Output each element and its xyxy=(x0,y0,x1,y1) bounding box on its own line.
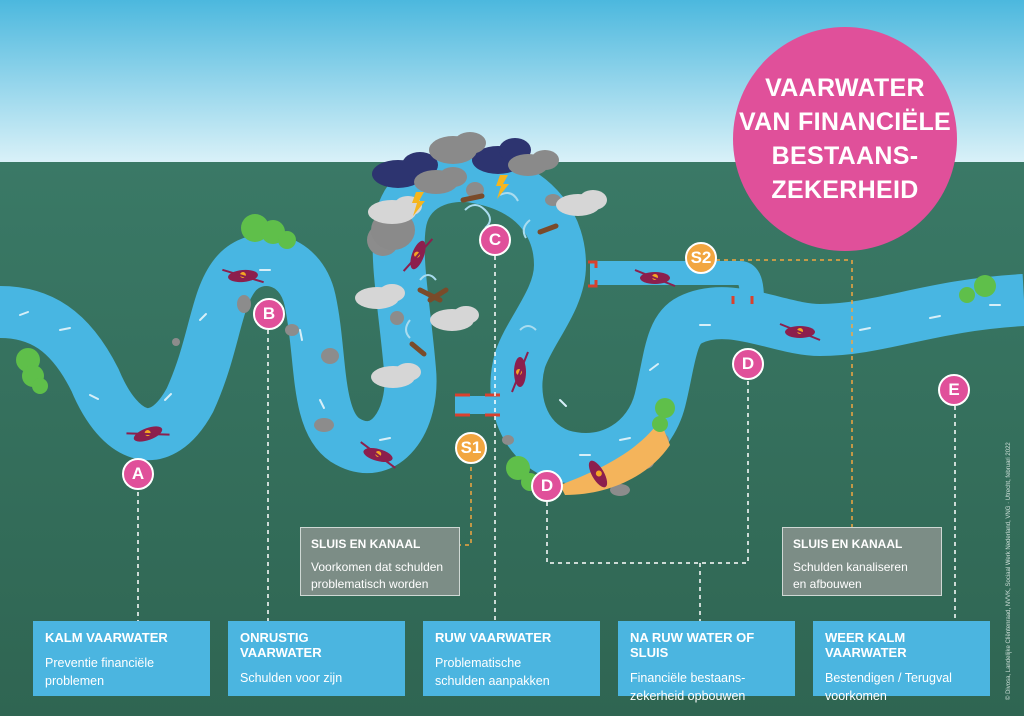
boat-icon xyxy=(511,351,529,393)
lock-desc: Schulden kanaliseren xyxy=(793,560,908,574)
marker-c: C xyxy=(479,224,511,256)
title-line: VAARWATER xyxy=(765,74,925,102)
stage-box-d: NA RUW WATER OF SLUIS Financiële bestaan… xyxy=(618,621,795,703)
lock-desc: en afbouwen xyxy=(793,577,862,591)
marker-e: E xyxy=(938,374,970,406)
title-circle: VAARWATER VAN FINANCIËLE BESTAANS- ZEKER… xyxy=(733,27,957,251)
boat-icon xyxy=(402,238,434,272)
canal-top xyxy=(590,261,764,301)
sandbank xyxy=(560,420,670,495)
boats xyxy=(126,238,821,488)
stage-box-b: ONRUSTIG VAARWATER Schulden voor zijn xyxy=(228,621,405,696)
stage-desc: Problematische xyxy=(435,656,522,670)
ripples xyxy=(19,269,1001,456)
lock-connector-lines xyxy=(460,259,853,546)
marker-d-upper: D xyxy=(732,348,764,380)
boat-icon xyxy=(634,269,676,287)
lock-title: SLUIS EN KANAAL xyxy=(311,537,421,551)
lock-desc: problematisch worden xyxy=(311,577,429,591)
marker-b: B xyxy=(253,298,285,330)
marker-a: A xyxy=(122,458,154,490)
credit-text: © Divosa, Landelijke Cliëntenraad, NVVK,… xyxy=(1006,442,1012,700)
stage-desc: Bestendigen / Terugval xyxy=(825,671,952,685)
swirls xyxy=(405,192,537,339)
stage-title: NA RUW WATER OF SLUIS xyxy=(630,630,755,660)
lock-title: SLUIS EN KANAAL xyxy=(793,537,903,551)
stage-desc: Schulden voor zijn xyxy=(240,671,343,685)
stage-title: KALM VAARWATER xyxy=(45,630,168,645)
canal-middle xyxy=(455,396,505,414)
title-line: VAN FINANCIËLE xyxy=(738,108,952,136)
marker-s1: S1 xyxy=(455,432,487,464)
storm-clouds xyxy=(355,132,607,388)
lock-gates xyxy=(455,260,754,417)
stage-box-a: KALM VAARWATER Preventie financiële prob… xyxy=(33,621,210,696)
stage-desc: zekerheid opbouwen xyxy=(630,689,746,703)
stage-box-e: WEER KALM VAARWATER Bestendigen / Terugv… xyxy=(813,621,990,703)
stage-title: ONRUSTIG VAARWATER xyxy=(240,630,322,660)
stage-box-c: RUW VAARWATER Problematische schulden aa… xyxy=(423,621,600,696)
stage-desc: voorkomen xyxy=(825,689,887,703)
lock-desc: Voorkomen dat schulden xyxy=(311,560,444,574)
stage-desc: schulden aanpakken xyxy=(435,674,550,688)
stage-desc: Financiële bestaans- xyxy=(630,671,746,685)
stage-desc: Preventie financiële xyxy=(45,656,155,670)
title-line: ZEKERHEID xyxy=(771,176,919,204)
boat-icon xyxy=(588,460,608,488)
marker-s2: S2 xyxy=(685,242,717,274)
marker-d-lower: D xyxy=(531,470,563,502)
boat-icon xyxy=(126,426,170,442)
connector-lines xyxy=(137,256,956,621)
boat-icon xyxy=(779,323,821,341)
title-line: BESTAANS- xyxy=(771,142,919,170)
lock-box-s1: SLUIS EN KANAAL Voorkomen dat schulden p… xyxy=(300,527,460,596)
stage-title: WEER KALM VAARWATER xyxy=(825,630,907,660)
boat-icon xyxy=(360,441,396,469)
lock-box-s2: SLUIS EN KANAAL Schulden kanaliseren en … xyxy=(782,527,942,596)
bushes xyxy=(16,214,996,491)
stage-title: RUW VAARWATER xyxy=(435,630,552,645)
boat-icon xyxy=(222,268,264,284)
stage-desc: problemen xyxy=(45,674,105,688)
logs xyxy=(409,193,559,357)
